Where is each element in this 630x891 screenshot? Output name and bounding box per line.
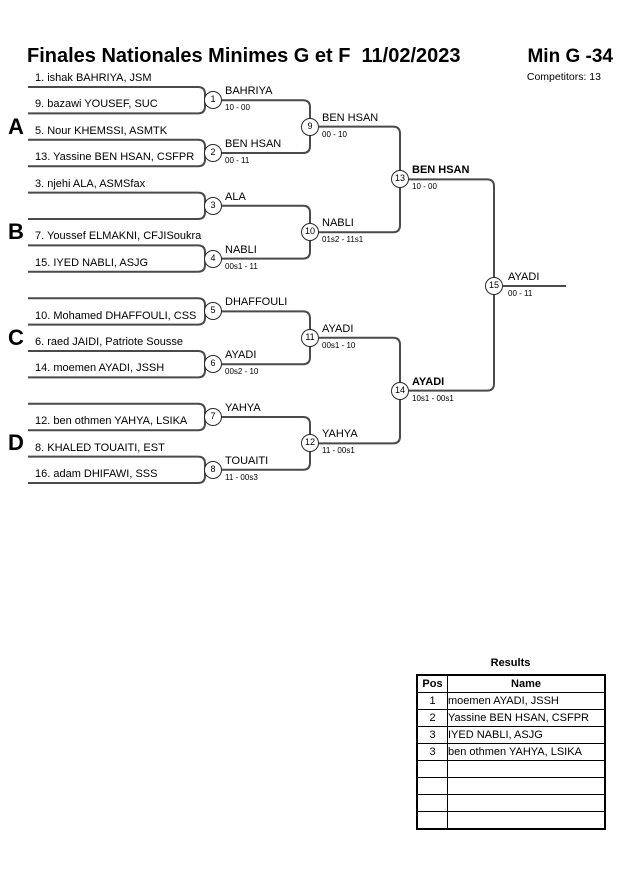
match-3-badge: 3 <box>204 196 222 215</box>
match-13-badge: 13 <box>391 170 409 189</box>
player-slot-15: 8. KHALED TOUAITI, EST <box>35 441 165 454</box>
connector-m4-m10 <box>221 232 311 260</box>
match-14-score: 10s1 - 00s1 <box>412 393 454 403</box>
match-11-score: 00s1 - 10 <box>322 340 356 350</box>
match-7-winner: YAHYA <box>225 402 261 414</box>
connector-m3-m10 <box>221 204 311 233</box>
results-title: Results <box>490 657 531 669</box>
player-slot-8: 15. IYED NABLI, ASJG <box>35 256 149 269</box>
result-name <box>447 794 606 812</box>
result-row-2: 2 Yassine BEN HSAN, CSFPR <box>416 709 606 727</box>
connector-m10-m13 <box>319 179 401 234</box>
result-name: Yassine BEN HSAN, CSFPR <box>447 709 606 727</box>
match-14-badge: 14 <box>391 381 409 400</box>
player-slot-2: 9. bazawi YOUSEF, SUC <box>35 98 158 111</box>
competitors-count: Competitors: 13 <box>526 71 601 83</box>
player-slot-14: 12. ben othmen YAHYA, LSIKA <box>35 415 188 428</box>
match-6-badge: 6 <box>204 355 222 374</box>
results-table: Pos Name 1 moemen AYADI, JSSH 2 Yassine … <box>416 674 606 830</box>
match-4-badge: 4 <box>204 249 222 268</box>
connector-m5-m11 <box>221 310 311 338</box>
match-4-score: 00s1 - 11 <box>225 261 258 271</box>
match-15-winner: AYADI <box>508 271 540 283</box>
match-9-score: 00 - 10 <box>322 129 347 139</box>
result-row-8 <box>416 811 606 830</box>
player-slot-16: 16. adam DHIFAWI, SSS <box>35 468 158 480</box>
match-2-score: 00 - 11 <box>225 156 250 165</box>
match-6-winner: AYADI <box>225 349 257 362</box>
result-row-4: 3 ben othmen YAHYA, LSIKA <box>416 743 606 761</box>
match-9-winner: BEN HSAN <box>322 111 379 124</box>
match-12-winner: YAHYA <box>322 428 358 441</box>
match-12-badge: 12 <box>301 434 319 453</box>
result-name: ben othmen YAHYA, LSIKA <box>447 743 606 761</box>
connector-m8-m12 <box>221 443 311 471</box>
match-14-winner: AYADI <box>412 375 445 388</box>
match-9-badge: 9 <box>301 117 319 136</box>
match-1-score: 10 - 00 <box>225 103 250 113</box>
match-11-winner: AYADI <box>322 322 354 335</box>
player-slot-1: 1. ishak BAHRIYA, JSM <box>35 72 152 84</box>
connector-m14-m15 <box>409 286 495 392</box>
player-slot-4: 13. Yassine BEN HSAN, CSFPR <box>35 151 195 164</box>
connector-m2-m9 <box>221 126 311 154</box>
match-2-badge: 2 <box>204 144 222 162</box>
match-13-winner: BEN HSAN <box>412 164 470 177</box>
category-title: Min G -34 <box>527 46 613 67</box>
player-slot-12: 14. moemen AYADI, JSSH <box>35 362 165 375</box>
group-letter-a: A <box>8 113 24 139</box>
connector-m13-m15 <box>409 178 495 286</box>
match-13-score: 10 - 00 <box>412 182 437 192</box>
player-slot-5: 3. njehi ALA, ASMSfax <box>35 177 146 190</box>
player-slot-11: 6. raed JAIDI, Patriote Sousse <box>35 336 183 348</box>
match-8-winner: TOUAITI <box>225 454 269 467</box>
match-7-badge: 7 <box>204 408 222 426</box>
match-8-score: 11 - 00s3 <box>225 472 258 482</box>
player-slot-7: 7. Youssef ELMAKNI, CFJISoukra <box>35 230 202 243</box>
results-header-row: Pos Name <box>416 674 606 693</box>
group-letter-c: C <box>8 324 24 350</box>
match-5-badge: 5 <box>204 302 222 321</box>
match-12-score: 11 - 00s1 <box>322 446 355 456</box>
page-title: Finales Nationales Minimes G et F 11/02/… <box>27 45 461 67</box>
match-11-badge: 11 <box>301 328 319 347</box>
match-4-winner: NABLI <box>225 243 257 256</box>
match-10-badge: 10 <box>301 223 319 242</box>
group-letter-d: D <box>8 430 24 456</box>
group-letter-b: B <box>8 219 24 245</box>
result-row-7 <box>416 794 606 812</box>
match-10-score: 01s2 - 11s1 <box>322 235 364 245</box>
match-8-badge: 8 <box>204 460 222 479</box>
connector-m9-m13 <box>319 125 401 180</box>
result-name <box>447 811 606 830</box>
player-slot-10: 10. Mohamed DHAFFOULI, CSS <box>35 309 197 322</box>
match-10-winner: NABLI <box>322 217 354 230</box>
connector-m12-m14 <box>319 390 401 445</box>
connector-m11-m14 <box>319 336 401 391</box>
match-15-badge: 15 <box>485 277 503 295</box>
match-1-winner: BAHRIYA <box>225 85 273 98</box>
match-1-badge: 1 <box>204 91 222 110</box>
match-2-winner: BEN HSAN <box>225 138 282 150</box>
match-3-winner: ALA <box>225 190 246 203</box>
connector-m7-m12 <box>221 416 311 444</box>
pair-bracket-3 <box>28 191 206 220</box>
match-6-score: 00s2 - 10 <box>225 367 259 377</box>
player-slot-3: 5. Nour KHEMSSI, ASMTK <box>35 124 168 137</box>
match-15-score: 00 - 11 <box>508 289 533 298</box>
connector-m6-m11 <box>221 337 311 366</box>
match-5-winner: DHAFFOULI <box>225 296 288 309</box>
connector-m1-m9 <box>221 99 311 127</box>
